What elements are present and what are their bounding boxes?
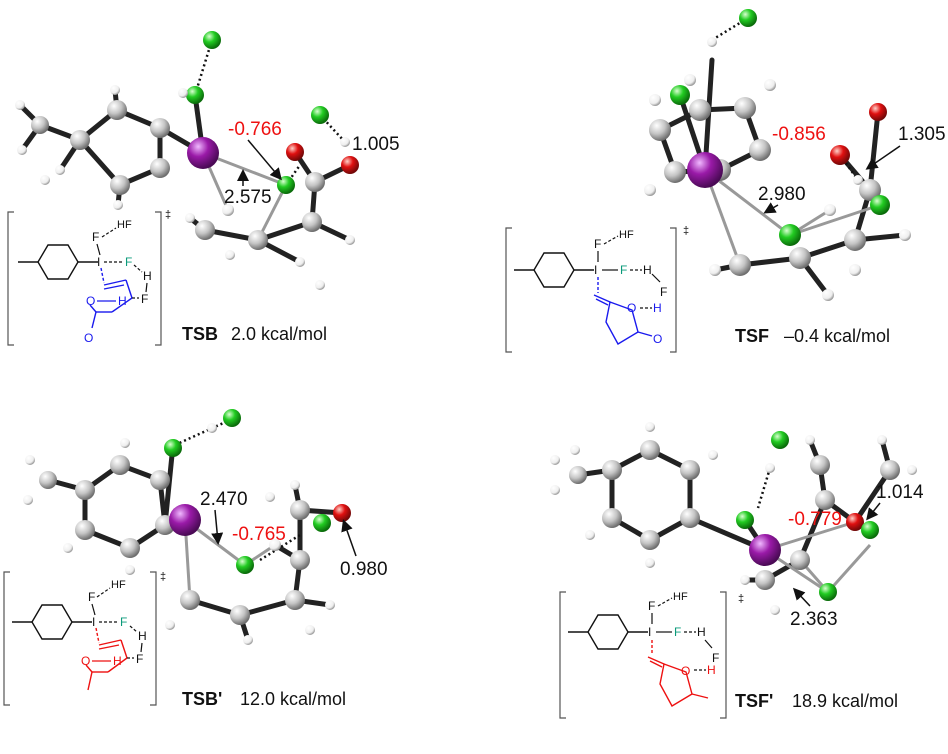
svg-text:F: F — [660, 285, 667, 299]
svg-text:O: O — [81, 654, 90, 668]
svg-text:H: H — [697, 625, 706, 639]
distance-label-2: 2.575 — [224, 187, 272, 208]
charge-label: -0.856 — [772, 124, 826, 145]
distance-arrow-2 — [763, 202, 779, 214]
distance-arrow-2 — [341, 519, 357, 557]
molecule-tsfp — [550, 422, 917, 615]
energy-label: –0.4 kcal/mol — [784, 326, 890, 346]
svg-text:O: O — [681, 664, 690, 678]
svg-text:HF: HF — [117, 219, 132, 231]
charge-label: -0.765 — [232, 524, 286, 545]
svg-text:H: H — [707, 663, 716, 677]
scheme-tsfp: ‡ I F HF F H F O H — [559, 591, 744, 719]
distance-label-2: 2.363 — [790, 609, 838, 630]
svg-text:O: O — [86, 294, 95, 308]
distance-label-1: 1.014 — [876, 482, 924, 503]
svg-text:H: H — [643, 263, 652, 277]
distance-label-1: 1.305 — [898, 124, 946, 145]
svg-text:H: H — [118, 294, 127, 308]
ts-label: TSB' — [182, 689, 222, 709]
panel-tsb: -0.766 1.005 2.575 ‡ I F HF F H F — [7, 31, 400, 346]
ts-label: TSF — [735, 326, 769, 346]
svg-text:HF: HF — [619, 229, 634, 241]
molecule-tsf — [644, 9, 911, 301]
panel-tsfp: -0.779 1.014 2.363 ‡ I F HF F H F — [550, 422, 924, 719]
panel-tsbp: 2.470 -0.765 0.980 ‡ I F HF F H F — [3, 409, 388, 709]
hbonds — [756, 467, 871, 532]
svg-text:F: F — [712, 651, 719, 665]
panel-tsf: -0.856 1.305 2.980 ‡ I F HF F H F — [505, 9, 946, 353]
svg-text:HF: HF — [673, 591, 688, 603]
svg-text:H: H — [138, 629, 147, 643]
energy-label: 2.0 kcal/mol — [231, 324, 327, 344]
svg-text:H: H — [143, 269, 152, 283]
molecule-tsb — [15, 31, 359, 290]
charge-label: -0.779 — [788, 509, 842, 530]
hbonds — [174, 418, 301, 562]
distance-label-1: 2.470 — [200, 489, 248, 510]
svg-text:F: F — [141, 292, 148, 306]
atoms — [644, 9, 911, 301]
svg-text:H: H — [113, 654, 122, 668]
distance-arrow-2 — [792, 587, 811, 607]
svg-text:F: F — [125, 255, 132, 269]
svg-text:O: O — [653, 332, 662, 346]
molecule-tsbp — [23, 409, 351, 645]
ts-label: TSF' — [735, 691, 773, 711]
svg-text:F: F — [88, 590, 95, 604]
svg-text:F: F — [594, 237, 601, 251]
svg-text:‡: ‡ — [683, 225, 689, 237]
svg-text:F: F — [120, 615, 127, 629]
svg-text:O: O — [627, 301, 636, 315]
distance-arrow-1 — [866, 502, 881, 521]
svg-text:O: O — [84, 331, 93, 345]
svg-text:F: F — [136, 652, 143, 666]
charge-arrow — [247, 139, 282, 181]
svg-text:F: F — [674, 625, 681, 639]
partial-bonds — [764, 520, 872, 594]
svg-text:‡: ‡ — [160, 571, 166, 583]
distance-label-2: 2.980 — [758, 184, 806, 205]
svg-text:I: I — [92, 615, 95, 629]
distance-arrow-1 — [865, 145, 901, 170]
svg-text:H: H — [653, 301, 662, 315]
svg-text:I: I — [648, 625, 651, 639]
svg-text:F: F — [620, 263, 627, 277]
charge-label: -0.766 — [228, 119, 282, 140]
scheme-tsb: ‡ I F HF F H F H O O — [7, 209, 171, 346]
atoms — [15, 31, 359, 290]
svg-text:‡: ‡ — [738, 593, 744, 605]
ts-label: TSB — [182, 324, 218, 344]
atoms — [550, 422, 917, 615]
distance-label-1: 1.005 — [352, 134, 400, 155]
svg-text:F: F — [648, 599, 655, 613]
bonds — [45, 442, 345, 643]
scheme-tsf: ‡ I F HF F H F O H O — [505, 225, 689, 353]
bonds — [575, 437, 893, 583]
svg-text:I: I — [97, 255, 100, 269]
distance-label-2: 0.980 — [340, 559, 388, 580]
svg-text:I: I — [594, 263, 597, 277]
energy-label: 18.9 kcal/mol — [792, 691, 898, 711]
scheme-tsbp: ‡ I F HF F H F H O — [3, 571, 166, 706]
atoms — [23, 409, 351, 645]
svg-text:‡: ‡ — [165, 209, 171, 221]
svg-text:HF: HF — [111, 579, 126, 591]
bonds — [17, 87, 353, 265]
svg-text:F: F — [92, 230, 99, 244]
distance-arrow-1 — [211, 509, 224, 545]
energy-label: 12.0 kcal/mol — [240, 689, 346, 709]
